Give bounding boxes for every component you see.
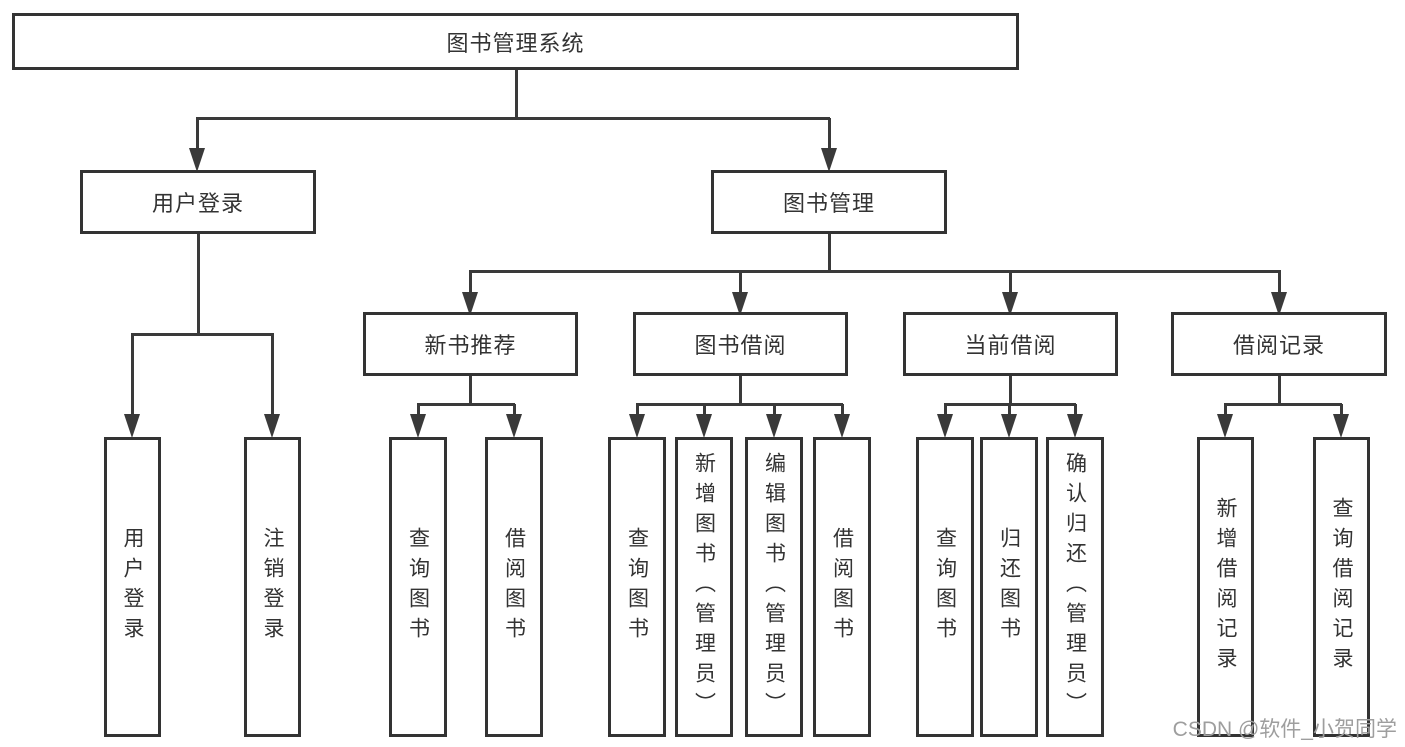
arrowhead-down-icon	[1271, 292, 1287, 316]
arrowhead-down-icon	[696, 414, 712, 438]
connector-line-vertical	[416, 404, 420, 416]
node-leaf-logout: 注销登录	[244, 437, 301, 737]
connector-line-horizontal	[196, 116, 830, 120]
node-label: 查询图书	[933, 527, 957, 647]
connector-line-vertical	[772, 404, 776, 416]
node-leaf-user-login: 用户登录	[104, 437, 161, 737]
node-book-borrow: 图书借阅	[633, 312, 848, 376]
node-label: 查询图书	[625, 527, 649, 647]
node-label: 查询图书	[406, 527, 430, 647]
connector-line-vertical	[512, 404, 516, 416]
node-label: 用户登录	[151, 191, 244, 216]
node-label: 图书管理	[782, 191, 875, 216]
node-leaf-br-query-record: 查询借阅记录	[1313, 437, 1370, 737]
connector-line-horizontal	[636, 402, 843, 406]
connector-line-vertical	[270, 334, 274, 416]
node-leaf-cb-return-book: 归还图书	[980, 437, 1038, 737]
connector-line-vertical	[1277, 376, 1281, 406]
node-user-login: 用户登录	[80, 170, 316, 234]
node-leaf-cb-query-book: 查询图书	[916, 437, 974, 737]
node-label: 归还图书	[997, 527, 1021, 647]
connector-line-vertical	[827, 234, 831, 273]
node-leaf-br-add-record: 新增借阅记录	[1197, 437, 1254, 737]
node-label: 查询借阅记录	[1330, 497, 1353, 677]
node-book-mgmt: 图书管理	[711, 170, 947, 234]
connector-line-vertical	[840, 404, 844, 416]
connector-line-horizontal	[469, 269, 1281, 273]
connector-line-vertical	[468, 271, 472, 295]
arrowhead-down-icon	[1333, 414, 1349, 438]
arrowhead-down-icon	[462, 292, 478, 316]
arrowhead-down-icon	[124, 414, 140, 438]
node-leaf-cb-confirm-return: 确认归还（管理员）	[1046, 437, 1104, 737]
connector-line-vertical	[1007, 404, 1011, 416]
connector-line-vertical	[827, 118, 831, 150]
node-leaf-bb-add-book: 新增图书（管理员）	[675, 437, 733, 737]
connector-line-vertical	[195, 118, 199, 150]
connector-line-vertical	[738, 376, 742, 406]
node-label: 借阅图书	[830, 527, 854, 647]
node-new-book-recommend: 新书推荐	[363, 312, 578, 376]
node-label: 新书推荐	[424, 333, 517, 358]
node-leaf-rec-query-book: 查询图书	[389, 437, 447, 737]
connector-line-vertical	[943, 404, 947, 416]
arrowhead-down-icon	[821, 148, 837, 172]
node-leaf-bb-borrow-book: 借阅图书	[813, 437, 871, 737]
node-label: 确认归还（管理员）	[1063, 452, 1087, 722]
connector-line-vertical	[1223, 404, 1227, 416]
node-label: 新增借阅记录	[1214, 497, 1237, 677]
node-label: 借阅记录	[1232, 333, 1325, 358]
connector-line-vertical	[738, 271, 742, 295]
node-current-borrow: 当前借阅	[903, 312, 1118, 376]
node-leaf-bb-edit-book: 编辑图书（管理员）	[745, 437, 803, 737]
connector-line-vertical	[702, 404, 706, 416]
arrowhead-down-icon	[1067, 414, 1083, 438]
arrowhead-down-icon	[506, 414, 522, 438]
connector-line-vertical	[130, 334, 134, 416]
node-leaf-bb-query-book: 查询图书	[608, 437, 666, 737]
connector-line-vertical	[468, 376, 472, 406]
node-label: 编辑图书（管理员）	[762, 452, 786, 722]
connector-line-horizontal	[131, 332, 274, 336]
node-label: 图书借阅	[694, 333, 787, 358]
arrowhead-down-icon	[629, 414, 645, 438]
connector-line-vertical	[635, 404, 639, 416]
connector-line-horizontal	[417, 402, 515, 406]
arrowhead-down-icon	[937, 414, 953, 438]
node-label: 新增图书（管理员）	[692, 452, 716, 722]
watermark: CSDN @软件_小贺同学	[1172, 718, 1397, 741]
node-label: 借阅图书	[502, 527, 526, 647]
arrowhead-down-icon	[1002, 292, 1018, 316]
connector-line-vertical	[196, 234, 200, 336]
arrowhead-down-icon	[834, 414, 850, 438]
node-label: 用户登录	[121, 527, 144, 647]
node-root: 图书管理系统	[12, 13, 1019, 70]
connector-line-horizontal	[1224, 402, 1342, 406]
connector-line-vertical	[1073, 404, 1077, 416]
arrowhead-down-icon	[264, 414, 280, 438]
arrowhead-down-icon	[189, 148, 205, 172]
node-label: 当前借阅	[964, 333, 1057, 358]
connector-line-vertical	[1008, 271, 1012, 295]
arrowhead-down-icon	[732, 292, 748, 316]
arrowhead-down-icon	[766, 414, 782, 438]
node-borrow-record: 借阅记录	[1171, 312, 1387, 376]
connector-line-vertical	[1008, 376, 1012, 406]
connector-line-vertical	[1339, 404, 1343, 416]
node-leaf-rec-borrow-book: 借阅图书	[485, 437, 543, 737]
connector-line-vertical	[1277, 271, 1281, 295]
node-label: 注销登录	[261, 527, 284, 647]
arrowhead-down-icon	[1217, 414, 1233, 438]
connector-line-vertical	[514, 70, 518, 118]
node-label: 图书管理系统	[446, 30, 585, 56]
arrowhead-down-icon	[410, 414, 426, 438]
arrowhead-down-icon	[1001, 414, 1017, 438]
